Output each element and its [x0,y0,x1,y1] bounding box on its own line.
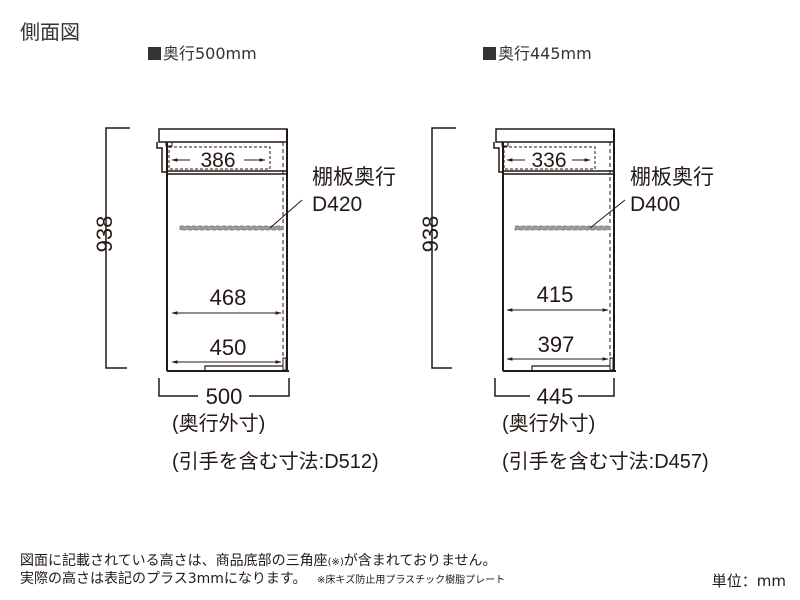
shelf-depth-500: D420 [312,193,362,216]
page-title: 側面図 [20,20,80,44]
shelf-label-500: 棚板奥行 [312,166,396,189]
height-dim-445: 938 [418,216,443,253]
outer-depth-caption-445: (奥行外寸) [502,412,595,435]
cabinet-side-view-445 [431,127,626,397]
inner-lower-dim-500: 450 [210,335,247,360]
height-dim-500: 938 [92,216,117,253]
handle-depth-caption-445: (引手を含む寸法:D457) [502,450,709,473]
square-bullet-icon [483,47,496,60]
unit-label: 単位：mm [711,572,786,590]
footnote: ※床キズ防止用プラスチック樹脂プレート [316,575,506,586]
outer-depth-caption-500: (奥行外寸) [172,412,265,435]
handle-depth-caption-500: (引手を含む寸法:D512) [172,450,379,473]
spec-label-445: 奥行445mm [483,40,592,64]
inner-upper-dim-500: 468 [210,285,247,310]
square-bullet-icon [148,47,161,60]
inner-lower-dim-445: 397 [538,332,575,357]
shelf-depth-445: D400 [630,193,680,216]
height-bracket [105,127,130,369]
drawer-inner-dim-445: 336 [531,149,566,172]
outer-depth-dim-500: 500 [206,384,243,409]
outer-depth-dim-445: 445 [537,384,574,409]
note-line-1: 図面に記載されている高さは、商品底部の三角座(※)が含まれておりません。 [20,553,497,569]
inner-upper-dim-445: 415 [537,282,574,307]
drawer-inner-dim-500: 386 [200,149,235,172]
spec-label-500: 奥行500mm [148,40,257,64]
cabinet-side-view-500 [105,127,303,397]
shelf-label-445: 棚板奥行 [630,166,714,189]
note-line-2: 実際の高さは表記のプラス3mmになります。 ※床キズ防止用プラスチック樹脂プレー… [20,571,506,587]
